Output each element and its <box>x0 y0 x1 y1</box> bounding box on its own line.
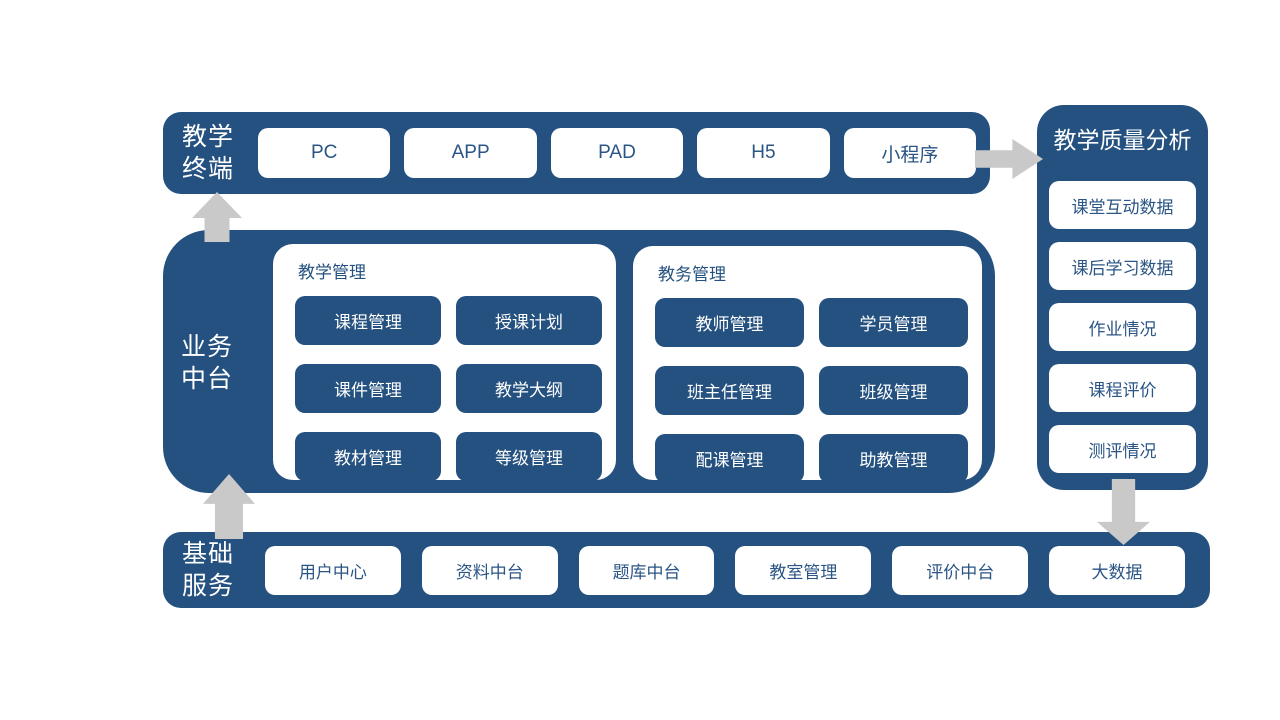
node-assessment-status: 测评情况 <box>1049 425 1196 473</box>
quality-analysis-panel: 教学质量分析 课堂互动数据 课后学习数据 作业情况 课程评价 测评情况 <box>1037 105 1208 490</box>
node-course-mgmt: 课程管理 <box>295 296 441 345</box>
business-panel-title-line2: 中台 <box>181 365 234 393</box>
node-classroom-mgmt: 教室管理 <box>735 545 872 595</box>
terminal-bar-title-line1: 教学 <box>182 123 235 151</box>
node-level-mgmt: 等级管理 <box>456 432 602 481</box>
node-head-teacher-mgmt: 班主任管理 <box>655 366 804 415</box>
base-bar-title: 基础 服务 <box>182 538 244 602</box>
node-textbook-mgmt: 教材管理 <box>295 432 441 481</box>
node-homework-status: 作业情况 <box>1049 303 1196 351</box>
node-big-data: 大数据 <box>1049 545 1185 595</box>
quality-panel-title: 教学质量分析 <box>1053 127 1192 153</box>
node-app: APP <box>404 128 537 178</box>
base-bar-title-line2: 服务 <box>182 572 235 600</box>
base-services-panel: 基础 服务 用户中心 资料中台 题库中台 教室管理 评价中台 大数据 <box>163 532 1210 608</box>
node-material-center: 资料中台 <box>421 545 558 595</box>
teaching-management-title: 教学管理 <box>298 263 366 282</box>
node-class-mgmt: 班级管理 <box>819 366 968 415</box>
academic-affairs-title: 教务管理 <box>658 265 726 284</box>
node-evaluation-center: 评价中台 <box>892 545 1029 595</box>
node-user-center: 用户中心 <box>265 545 401 595</box>
node-lesson-plan: 授课计划 <box>456 296 602 345</box>
node-pad: PAD <box>550 128 684 178</box>
teaching-management-card: 教学管理 课程管理 授课计划 课件管理 教学大纲 教材管理 等级管理 <box>273 244 616 481</box>
node-question-bank-center: 题库中台 <box>578 545 715 595</box>
node-after-class-learning-data: 课后学习数据 <box>1049 242 1196 290</box>
teaching-management-grid: 课程管理 授课计划 课件管理 教学大纲 教材管理 等级管理 <box>295 296 602 481</box>
node-course-assign-mgmt: 配课管理 <box>655 434 804 483</box>
node-teaching-syllabus: 教学大纲 <box>456 364 602 413</box>
node-courseware-mgmt: 课件管理 <box>295 364 441 413</box>
business-middle-platform-panel: 业务 中台 教学管理 课程管理 授课计划 课件管理 教学大纲 教材管理 等级管理… <box>163 230 995 493</box>
business-panel-title: 业务 中台 <box>181 331 233 395</box>
node-mini-program: 小程序 <box>843 128 977 178</box>
base-bar-title-line1: 基础 <box>182 540 235 568</box>
node-h5: H5 <box>697 128 830 178</box>
academic-affairs-grid: 教师管理 学员管理 班主任管理 班级管理 配课管理 助教管理 <box>655 298 968 483</box>
terminal-bar-title-line2: 终端 <box>182 155 235 183</box>
node-pc: PC <box>258 128 391 178</box>
business-panel-title-line1: 业务 <box>181 333 234 361</box>
terminal-bar-panel: 教学 终端 PC APP PAD H5 小程序 <box>163 112 990 194</box>
academic-affairs-card: 教务管理 教师管理 学员管理 班主任管理 班级管理 配课管理 助教管理 <box>633 246 982 483</box>
terminal-bar-title: 教学 终端 <box>182 121 244 185</box>
node-course-evaluation: 课程评价 <box>1049 364 1196 412</box>
node-teaching-assistant-mgmt: 助教管理 <box>819 434 968 483</box>
node-classroom-interaction-data: 课堂互动数据 <box>1049 181 1196 229</box>
node-teacher-mgmt: 教师管理 <box>655 298 804 347</box>
node-student-mgmt: 学员管理 <box>819 298 968 347</box>
